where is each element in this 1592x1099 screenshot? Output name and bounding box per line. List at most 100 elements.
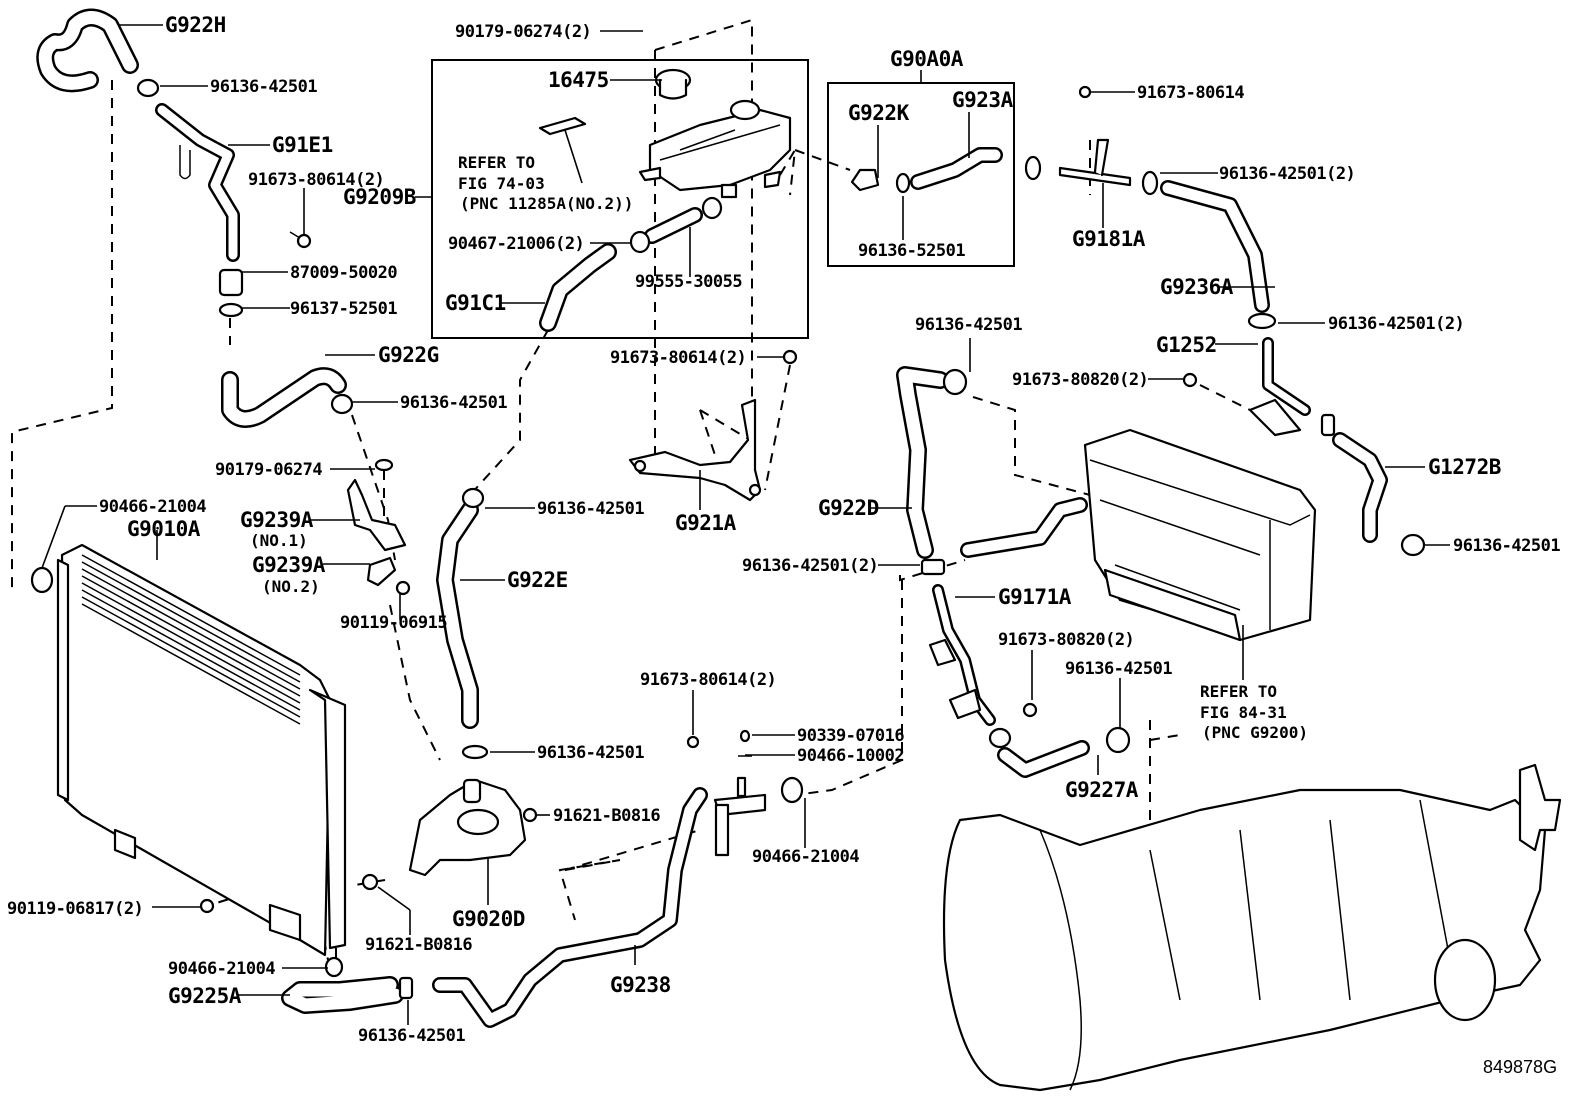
pipe-g1252 — [1248, 337, 1311, 437]
label-96136-42501[interactable]: 96136-42501 — [537, 499, 645, 519]
label-G1272B[interactable]: G1272B — [1428, 455, 1501, 479]
label-96136-42501-2[interactable]: 96136-42501(2) — [1328, 314, 1465, 334]
label-91673-80614-2[interactable]: 91673-80614(2) — [610, 348, 747, 368]
label-G9239A-no1[interactable]: G9239A — [240, 508, 314, 532]
label-G9236A[interactable]: G9236A — [1160, 275, 1234, 299]
label-G90A0A[interactable]: G90A0A — [890, 47, 964, 71]
label-96136-42501-2[interactable]: 96136-42501(2) — [742, 556, 879, 576]
label-G9020D[interactable]: G9020D — [452, 907, 525, 931]
clamp-icon — [1024, 155, 1042, 181]
label-96136-42501[interactable]: 96136-42501 — [210, 77, 318, 97]
bolt-icon — [361, 807, 538, 891]
label-G9227A[interactable]: G9227A — [1065, 778, 1139, 802]
clamp-icon — [461, 744, 489, 760]
label-G9225A[interactable]: G9225A — [168, 984, 242, 1008]
label-90466-21004[interactable]: 90466-21004 — [752, 847, 860, 867]
clamp-icon — [1400, 533, 1426, 557]
label-91621-B0816[interactable]: 91621-B0816 — [365, 935, 473, 955]
label-90466-21004[interactable]: 90466-21004 — [168, 959, 276, 979]
clamp-icon — [1320, 413, 1336, 437]
hose-g922h — [36, 8, 139, 93]
label-90467-21006-2[interactable]: 90467-21006(2) — [448, 234, 585, 254]
label-91673-80820-2[interactable]: 91673-80820(2) — [1012, 370, 1149, 390]
label-91673-80614-2[interactable]: 91673-80614(2) — [248, 170, 385, 190]
inverter-ref-line3: (PNC G9200) — [1202, 723, 1308, 742]
label-90179-06274[interactable]: 90179-06274 — [215, 460, 323, 480]
label-G9238[interactable]: G9238 — [610, 973, 671, 997]
label-99555-30055[interactable]: 99555-30055 — [635, 272, 743, 292]
bolt-icon — [199, 898, 215, 914]
plug-icon — [739, 729, 751, 743]
bolt-icon — [395, 580, 411, 596]
label-G91E1[interactable]: G91E1 — [272, 133, 333, 157]
label-90466-10002[interactable]: 90466-10002 — [797, 746, 905, 766]
label-91673-80820-2[interactable]: 91673-80820(2) — [998, 630, 1135, 650]
label-G922K[interactable]: G922K — [848, 101, 910, 125]
label-90466-21004[interactable]: 90466-21004 — [99, 497, 207, 517]
connector-g922k — [850, 168, 880, 192]
bolt-icon — [1022, 702, 1038, 718]
label-91673-80614[interactable]: 91673-80614 — [1137, 83, 1245, 103]
bolt-icon — [1078, 85, 1092, 99]
label-G91C1[interactable]: G91C1 — [445, 291, 506, 315]
label-G922G[interactable]: G922G — [378, 343, 439, 367]
label-96136-42501[interactable]: 96136-42501 — [915, 315, 1023, 335]
label-87009-50020[interactable]: 87009-50020 — [290, 263, 398, 283]
clamp-icon — [461, 487, 485, 509]
bolt-icon — [782, 349, 798, 365]
hose-g9238 — [432, 787, 708, 1028]
inverter-ref-line1: REFER TO — [1200, 682, 1277, 701]
label-91673-80614-2[interactable]: 91673-80614(2) — [640, 670, 777, 690]
clamp-icon — [398, 976, 414, 1000]
label-G922H[interactable]: G922H — [165, 13, 226, 37]
label-16475[interactable]: 16475 — [548, 68, 609, 92]
label-90119-06817-2[interactable]: 90119-06817(2) — [7, 899, 144, 919]
bracket-g9239a-no1 — [346, 478, 407, 552]
label-96136-42501[interactable]: 96136-42501 — [537, 743, 645, 763]
clamp-icon — [218, 302, 244, 318]
label-G922D[interactable]: G922D — [818, 496, 879, 520]
label-96136-42501[interactable]: 96136-42501 — [358, 1026, 466, 1046]
label-G9171A[interactable]: G9171A — [998, 585, 1072, 609]
label-G1252[interactable]: G1252 — [1156, 333, 1217, 357]
label-91621-B0816[interactable]: 91621-B0816 — [553, 806, 661, 826]
radiator-g9010a — [30, 543, 347, 957]
inverter-ref-line2: FIG 84-31 — [1200, 703, 1287, 722]
hose-g922e — [436, 501, 479, 729]
reservoir-tank — [638, 68, 792, 199]
label-G9209B[interactable]: G9209B — [343, 185, 416, 209]
clamp-icon — [895, 172, 911, 194]
label-G9239A-no2[interactable]: G9239A — [252, 553, 326, 577]
clamp-icon — [629, 196, 723, 254]
label-G9239A-no1-sub: (NO.1) — [250, 531, 308, 550]
label-G9239A-no2-sub: (NO.2) — [262, 577, 320, 596]
part-labels: G922H 96136-42501 G91E1 91673-80614(2) 8… — [7, 13, 1561, 1077]
transmission-assembly — [942, 763, 1562, 1092]
label-96136-42501-2[interactable]: 96136-42501(2) — [1219, 164, 1356, 184]
label-96136-42501[interactable]: 96136-42501 — [1065, 659, 1173, 679]
clamp-icon — [988, 727, 1012, 749]
label-G921A[interactable]: G921A — [675, 511, 737, 535]
reservoir-ref-line3: (PNC 11285A(NO.2)) — [460, 194, 633, 213]
bolt-icon — [686, 735, 752, 757]
label-G922E[interactable]: G922E — [507, 568, 568, 592]
label-96136-42501[interactable]: 96136-42501 — [1453, 536, 1561, 556]
bolt-icon — [289, 231, 312, 249]
label-90119-06915[interactable]: 90119-06915 — [340, 613, 448, 633]
label-90179-06274-2[interactable]: 90179-06274(2) — [455, 22, 592, 42]
label-G923A[interactable]: G923A — [952, 88, 1014, 112]
label-96136-52501[interactable]: 96136-52501 — [858, 241, 966, 261]
bracket-g921a — [628, 398, 762, 502]
nut-icon — [374, 458, 394, 472]
label-sticker — [538, 116, 587, 184]
label-G9010A[interactable]: G9010A — [127, 517, 201, 541]
clamp-icon — [330, 393, 354, 415]
label-96137-52501[interactable]: 96137-52501 — [290, 299, 398, 319]
label-G9181A[interactable]: G9181A — [1072, 227, 1146, 251]
label-96136-42501[interactable]: 96136-42501 — [400, 393, 508, 413]
clamp-icon — [324, 956, 344, 978]
label-90339-07016[interactable]: 90339-07016 — [797, 726, 905, 746]
hose-g1272b — [1332, 432, 1388, 543]
clamp-icon — [920, 558, 946, 576]
hose-g9227a — [997, 740, 1090, 778]
